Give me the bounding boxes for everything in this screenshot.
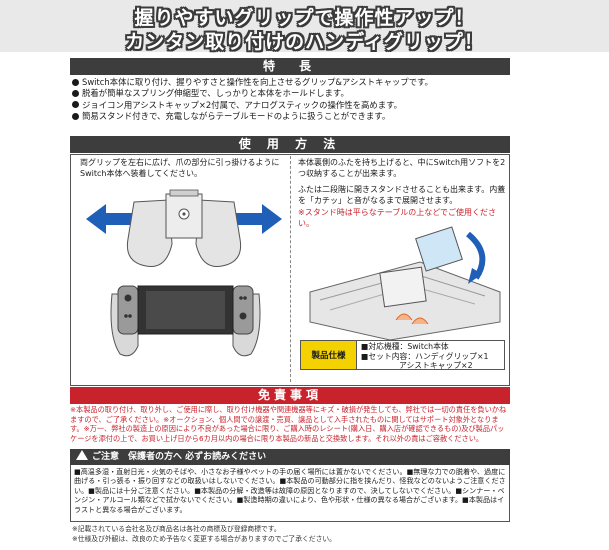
left-grip-shape [126,199,173,268]
headline-1: 握りやすいグリップで操作性アップ！ [134,7,475,29]
usage-right-text-2: ふたは二段階に開きスタンドさせることも出来ます。内蓋を「カチッ」と音がなるまで展… [298,185,506,205]
spec-body: ■対応機種：Switch本体 ■セット内容：ハンディグリップ×1 アシストキャッ… [357,341,504,370]
usage-divider [290,156,291,382]
right-grip-shape [195,199,242,268]
warning-icon [76,450,88,460]
disclaimer-text: ※本製品の取り付け、取り外し、ご使用に際し、取り付け機器や関連機器等にキズ・破損… [70,405,507,443]
usage-right-note: ※スタンド時は平らなテーブルの上などでご使用ください。 [298,208,497,228]
footnotes: ※記載されている会社名及び商品名は各社の商標及び登録商標です。 ※仕様及び外観は… [72,525,512,544]
joycon-left [117,285,139,335]
spec-label: 製品仕様 [301,341,357,369]
footnote: ※記載されている会社名及び商品名は各社の商標及び登録商標です。 [72,525,281,533]
disclaimer-title: 免責事項 [70,387,510,404]
caution-header: ご注意 保護者の方へ 必ずお読みください [70,449,510,465]
features-list: Switch本体に取り付け、握りやすさと操作性を向上させるグリップ&アシストキャ… [72,77,512,123]
arrow-left-icon [86,204,136,234]
usage-box [70,154,510,386]
spec-line: ■対応機種：Switch本体 [361,342,449,351]
usage-title: 使 用 方 法 [70,136,510,153]
stand-illustration [309,226,501,340]
bullet-icon [72,89,79,97]
spec-line: アシストキャップ×2 [399,361,473,370]
right-stick-icon [239,312,247,320]
feature-item: 簡易スタンド付きで、充電しながらテーブルモードのように扱うことができます。 [72,111,512,122]
caution-text: ■高温多湿・直射日光・火気のそばや、小さなお子様やペットの手の届く場所には置かな… [74,467,506,514]
switch-screen [146,291,225,329]
bullet-icon [72,78,79,86]
features-title: 特 長 [70,58,510,75]
bullet-icon [72,112,79,120]
joycon-right [232,285,254,335]
switch-with-grip-illustration [110,285,261,357]
headline-2: カンタン取り付けのハンディグリップ！ [125,31,484,53]
grip-expanded-illustration [86,189,282,268]
header-banner: 握りやすいグリップで操作性アップ！ カンタン取り付けのハンディグリップ！ [0,0,609,53]
feature-item: ジョイコン用アシストキャップ×2付属で、アナログスティックの操作性を高めます。 [72,100,512,111]
bullet-icon [72,101,79,109]
spec-line: ■セット内容：ハンディグリップ×1 [361,351,489,361]
feature-item: Switch本体に取り付け、握りやすさと操作性を向上させるグリップ&アシストキャ… [72,77,512,88]
spec-table: 製品仕様 ■対応機種：Switch本体 ■セット内容：ハンディグリップ×1 アシ… [300,340,505,370]
usage-left-text: 両グリップを左右に広げ、爪の部分に引っ掛けるようにSwitch本体へ装着してくだ… [80,158,280,178]
game-card-slot [379,266,427,308]
arrow-right-icon [232,204,282,234]
stand-lid [415,226,463,272]
footnote: ※仕様及び外観は、改良のため予告なく変更する場合がありますのでご了承ください。 [72,534,336,543]
feature-item: 脱着が簡単なスプリング伸縮型で、しっかりと本体をホールドします。 [72,88,512,99]
usage-right-text-1: 本体裏側のふたを持ち上げると、中にSwitch用ソフトを2つ収納することが出来ま… [298,158,506,178]
push-arrow-icon [395,313,413,321]
left-stick-icon [124,294,132,302]
